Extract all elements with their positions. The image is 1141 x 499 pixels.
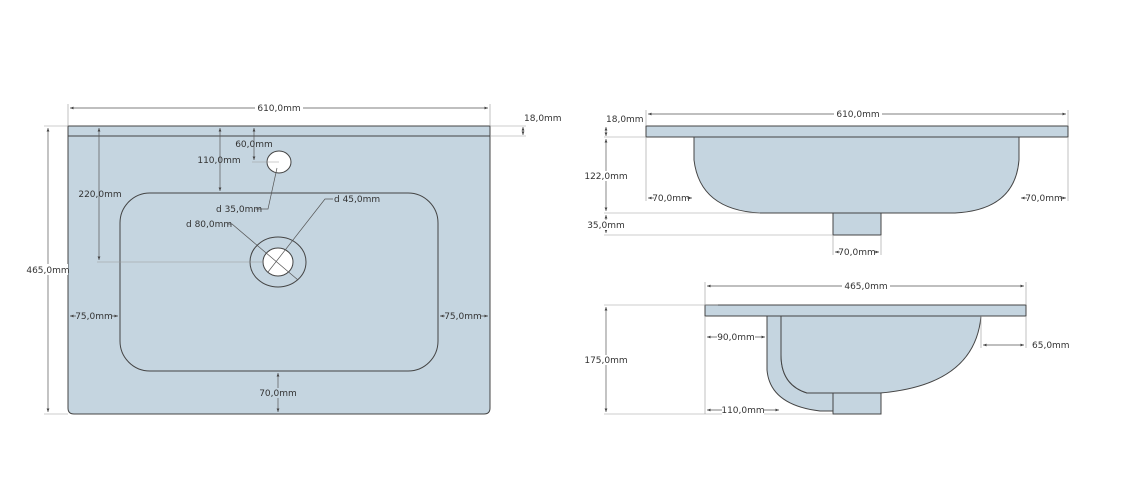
drain-pipe <box>832 212 882 236</box>
dim-tap-offset: 60,0mm <box>235 140 273 150</box>
top-view: 610,0mm 18,0mm 465,0mm 220,0mm 110,0mm 6… <box>26 103 562 415</box>
bowl-profile <box>780 315 982 394</box>
dim-left-inset: 70,0mm <box>652 194 690 204</box>
dim-drain-offset: 110,0mm <box>721 406 764 416</box>
slab <box>704 304 1027 317</box>
dim-right-inset: 70,0mm <box>1025 194 1063 204</box>
dim-side-left: 75,0mm <box>75 312 113 322</box>
side-view: 465,0mm 175,0mm 90,0mm 65,0mm 110,0mm <box>584 281 1070 416</box>
dim-basin-offset: 110,0mm <box>197 156 240 166</box>
dim-tap-hole: d 35,0mm <box>216 205 262 215</box>
dim-drain-inner: d 45,0mm <box>334 195 380 205</box>
drain-pipe <box>832 392 882 415</box>
bowl-profile <box>693 136 1020 214</box>
dim-depth: 465,0mm <box>26 266 69 276</box>
dim-front: 70,0mm <box>259 389 297 399</box>
dim-depth: 465,0mm <box>844 282 887 292</box>
dim-drain-height: 35,0mm <box>587 221 625 231</box>
dim-back-inset: 90,0mm <box>717 333 755 343</box>
dim-width: 610,0mm <box>257 104 300 114</box>
dim-drain-outer: d 80,0mm <box>186 220 232 230</box>
dim-thickness: 18,0mm <box>524 114 562 124</box>
front-view: 610,0mm 18,0mm 122,0mm 35,0mm 70,0mm 70,… <box>584 109 1069 258</box>
dim-drain-width: 70,0mm <box>838 248 876 258</box>
dim-side-right: 75,0mm <box>444 312 482 322</box>
dim-front-inset: 65,0mm <box>1032 341 1070 351</box>
slab <box>645 125 1069 138</box>
dim-thickness: 18,0mm <box>606 115 644 125</box>
dim-bowl-height: 122,0mm <box>584 172 627 182</box>
dim-width: 610,0mm <box>836 110 879 120</box>
dim-drain-offset: 220,0mm <box>78 190 121 200</box>
dim-height: 175,0mm <box>584 356 627 366</box>
